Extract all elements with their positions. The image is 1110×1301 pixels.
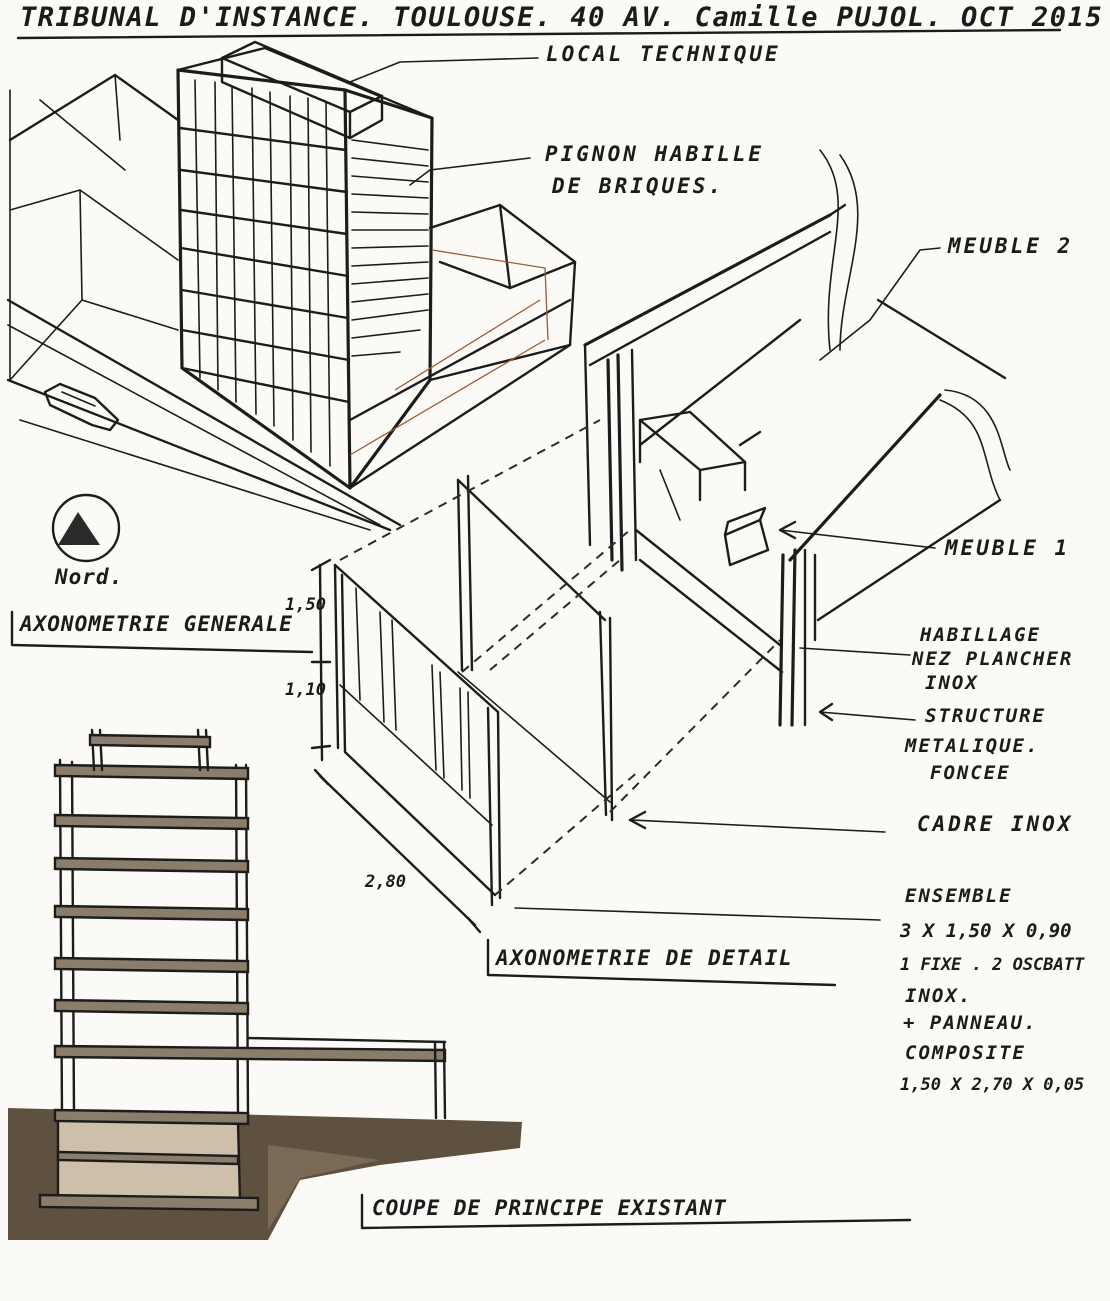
label-pignon-line2: DE BRIQUES. <box>552 174 725 198</box>
axo-detail-underline <box>486 938 837 987</box>
label-meuble2: MEUBLE 2 <box>948 234 1074 258</box>
coupe-underline <box>360 1193 912 1230</box>
label-structure-line3: FONCEE <box>930 762 1011 784</box>
arrow-structure <box>818 702 834 722</box>
leader-meuble2 <box>819 247 941 361</box>
axo-general-underline <box>10 610 314 654</box>
label-habillage-line3: INOX <box>925 672 979 694</box>
dim-width: 2,80 <box>365 872 406 892</box>
dim-upper-height: 1,50 <box>285 595 326 615</box>
label-ensemble-line5: + PANNEAU. <box>903 1012 1038 1034</box>
sheet-title: TRIBUNAL D'INSTANCE. TOULOUSE. 40 AV. Ca… <box>20 2 1104 33</box>
label-cadre-inox: CADRE INOX <box>917 812 1074 836</box>
label-structure-line2: METALIQUE. <box>905 735 1040 757</box>
label-habillage-line2: NEZ PLANCHER <box>912 648 1074 670</box>
leader-meuble1 <box>779 529 936 549</box>
label-ensemble-line3: 1 FIXE . 2 OSCBATT <box>900 955 1085 975</box>
label-local-technique: LOCAL TECHNIQUE <box>546 42 781 66</box>
heading-axo-detail: AXONOMETRIE DE DETAIL <box>496 946 794 970</box>
north-arrow-icon <box>51 493 121 563</box>
leader-cadre-inox <box>629 819 886 833</box>
label-pignon-line1: PIGNON HABILLE <box>545 142 765 166</box>
label-habillage-line1: HABILLAGE <box>920 624 1041 646</box>
heading-axo-general: AXONOMETRIE GENERALE <box>20 612 293 636</box>
label-ensemble-line4: INOX. <box>905 985 973 1007</box>
label-ensemble-line2: 3 X 1,50 X 0,90 <box>900 920 1072 942</box>
leader-structure <box>819 711 916 721</box>
arrow-cadre-inox <box>628 810 647 830</box>
label-ensemble-line6: COMPOSITE <box>905 1042 1026 1064</box>
leader-pignon <box>409 157 531 186</box>
leader-habillage <box>799 647 911 656</box>
leader-ensemble <box>514 907 881 921</box>
section-drawing <box>8 728 522 1240</box>
arrow-meuble1 <box>778 520 797 540</box>
dim-lower-height: 1,10 <box>285 680 326 700</box>
tower-axonometry <box>6 40 577 532</box>
heading-coupe: COUPE DE PRINCIPE EXISTANT <box>372 1196 727 1220</box>
label-ensemble-line7: 1,50 X 2,70 X 0,05 <box>900 1075 1085 1095</box>
north-label: Nord. <box>55 565 124 589</box>
detail-axonometry <box>310 149 1011 934</box>
leader-local-technique <box>349 57 539 83</box>
label-ensemble-line1: ENSEMBLE <box>905 885 1013 907</box>
label-meuble1: MEUBLE 1 <box>945 536 1071 560</box>
label-structure-line1: STRUCTURE <box>925 705 1046 727</box>
title-underline <box>16 28 1062 40</box>
arrow-meuble2 <box>738 430 762 447</box>
